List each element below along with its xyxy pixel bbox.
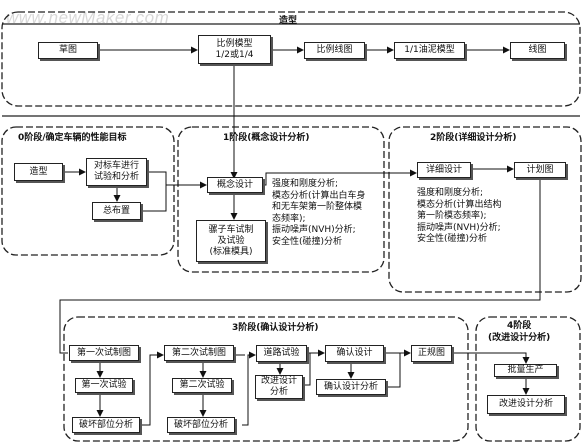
- node-test1: 第一次试验: [75, 378, 133, 393]
- node-confirm-analysis: 确认设计分析: [316, 379, 386, 395]
- node-improve-analysis: 改进设计分析: [487, 395, 565, 414]
- node-proto1: 第一次试制图: [69, 345, 139, 361]
- phase1-title: 1阶段(概念设计分析): [223, 133, 310, 143]
- node-test2: 第二次试验: [172, 378, 232, 393]
- node-sketch: 草图: [38, 42, 98, 59]
- node-road-test: 道路试验: [256, 345, 307, 362]
- node-detail-design: 详细设计: [417, 162, 471, 178]
- phase2-analysis-notes: 强度和刚度分析; 模态分析(计算出结构 第一阶模态频率); 振动噪声(NVH)分…: [417, 188, 502, 244]
- node-final-drawing: 正规图: [411, 345, 452, 362]
- node-damage1: 破坏部位分析: [72, 417, 140, 433]
- phase4-title: 4阶段 (改进设计分析): [488, 321, 551, 343]
- phase1-analysis-notes: 强度和刚度分析; 模态分析(计算出白车身 和无车架第一阶整体模 态频率); 振动…: [272, 179, 366, 247]
- node-plan-drawing: 计划图: [514, 162, 566, 178]
- panel-styling: [1, 11, 581, 107]
- phase2-title: 2阶段(详细设计分析): [430, 133, 517, 143]
- node-scale-drawing: 比例线图: [304, 42, 365, 59]
- node-mule-car: 骡子车试制 及试验 (标准模具): [196, 220, 266, 262]
- panel-phase4: [475, 316, 581, 442]
- node-scale-model: 比例模型 1/2或1/4: [198, 35, 271, 64]
- node-improve-design: 改进设计 分析: [255, 375, 303, 399]
- node-damage2: 破坏部位分析: [167, 417, 235, 433]
- node-mass-production: 批量生产: [494, 364, 557, 377]
- node-concept-design: 概念设计: [207, 177, 263, 193]
- phase0-title: 0阶段/确定车辆的性能目标: [18, 133, 127, 143]
- phase-styling-title: 造型: [279, 16, 298, 26]
- node-general-layout: 总布置: [92, 202, 141, 220]
- node-line-drawing: 线图: [510, 42, 565, 59]
- phase3-title: 3阶段(确认设计分析): [232, 323, 319, 333]
- panel-phase3: [63, 316, 469, 442]
- node-styling: 造型: [14, 163, 63, 181]
- panel-phase0: [1, 126, 175, 256]
- panel-phase2: [388, 126, 582, 293]
- watermark: www.newMaker.com: [6, 8, 170, 27]
- node-proto2: 第二次试制图: [164, 345, 234, 361]
- node-clay-model: 1/1油泥模型: [394, 42, 465, 59]
- node-benchmark: 对标车进行 试验和分析: [86, 158, 147, 186]
- node-confirm-design: 确认设计: [325, 345, 384, 362]
